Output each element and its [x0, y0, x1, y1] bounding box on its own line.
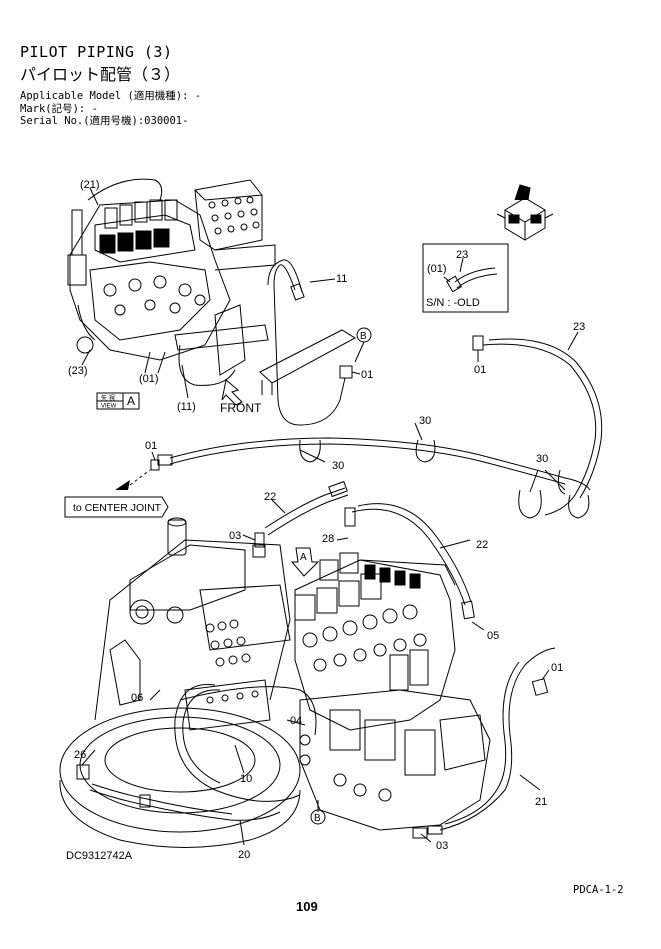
- label-30-a: 30: [419, 415, 431, 427]
- label-21-a: (21): [80, 179, 100, 191]
- drawing-code: DC9312742A: [66, 850, 133, 862]
- view-jp-label: 矢 視: [101, 394, 115, 402]
- mark-field: Mark(記号): -: [20, 103, 98, 115]
- to-center-joint-tag[interactable]: [64, 496, 169, 518]
- inset-label-01: (01): [427, 263, 447, 275]
- hose-23: [472, 331, 603, 516]
- hose-11: [267, 259, 346, 426]
- label-05: 05: [487, 630, 499, 642]
- label-11: 11: [336, 273, 347, 285]
- label-01-d: 01: [145, 440, 157, 452]
- label-23: 23: [573, 321, 585, 333]
- label-30-b: 30: [332, 460, 344, 472]
- front-label: FRONT: [220, 401, 262, 415]
- inset-sn-label: S/N : -OLD: [426, 297, 480, 309]
- label-22-a: 22: [264, 491, 276, 503]
- label-b-bottom: B: [314, 813, 321, 824]
- label-28: 28: [322, 533, 334, 545]
- control-valve-assembly: [286, 552, 491, 831]
- label-26: 26: [74, 749, 86, 761]
- label-20: 20: [238, 849, 250, 861]
- orientation-icon: [496, 184, 554, 241]
- to-center-joint-label[interactable]: to CENTER JOINT: [73, 502, 162, 514]
- label-23-a: (23): [68, 365, 88, 377]
- label-04: 04: [290, 715, 302, 727]
- page-title-japanese: パイロット配管（３）: [20, 65, 181, 84]
- circle-b-bottom: [310, 809, 326, 825]
- label-22-b: 22: [476, 539, 488, 551]
- arrow-a-label: A: [300, 552, 307, 563]
- label-21: 21: [535, 796, 547, 808]
- inset-label-23: 23: [456, 249, 468, 261]
- page-title: PILOT PIPING (3): [20, 43, 173, 61]
- label-03-a: 03: [229, 530, 241, 542]
- label-11-a: (11): [177, 401, 196, 413]
- label-01-a: (01): [139, 373, 159, 385]
- arrow-a: [290, 547, 320, 577]
- label-10: 10: [240, 773, 252, 785]
- top-valve-assembly: [67, 178, 276, 386]
- view-en-label: VIEW: [101, 404, 117, 410]
- label-01-b: 01: [361, 369, 373, 381]
- label-b-top: B: [360, 331, 367, 342]
- bracket-rail: [259, 329, 356, 384]
- label-03-b: 03: [436, 840, 448, 852]
- inset-box: [422, 243, 509, 313]
- label-01-c: 01: [474, 364, 486, 376]
- hose-22: [264, 480, 485, 631]
- page-number: 109: [296, 899, 318, 914]
- document-code: PDCA-1-2: [573, 884, 624, 896]
- view-letter: A: [127, 394, 135, 408]
- front-arrow: [221, 379, 243, 406]
- applicable-model: Applicable Model (適用機種): -: [20, 90, 202, 102]
- label-30-c: 30: [536, 453, 548, 465]
- serial-number: Serial No.(適用号機):030001-: [20, 115, 189, 127]
- swing-motor-assembly: [59, 517, 317, 848]
- hose-21: [412, 647, 556, 843]
- label-01-e: 01: [551, 662, 563, 674]
- label-06: 06: [131, 692, 143, 704]
- long-pilot-hose: [150, 422, 591, 519]
